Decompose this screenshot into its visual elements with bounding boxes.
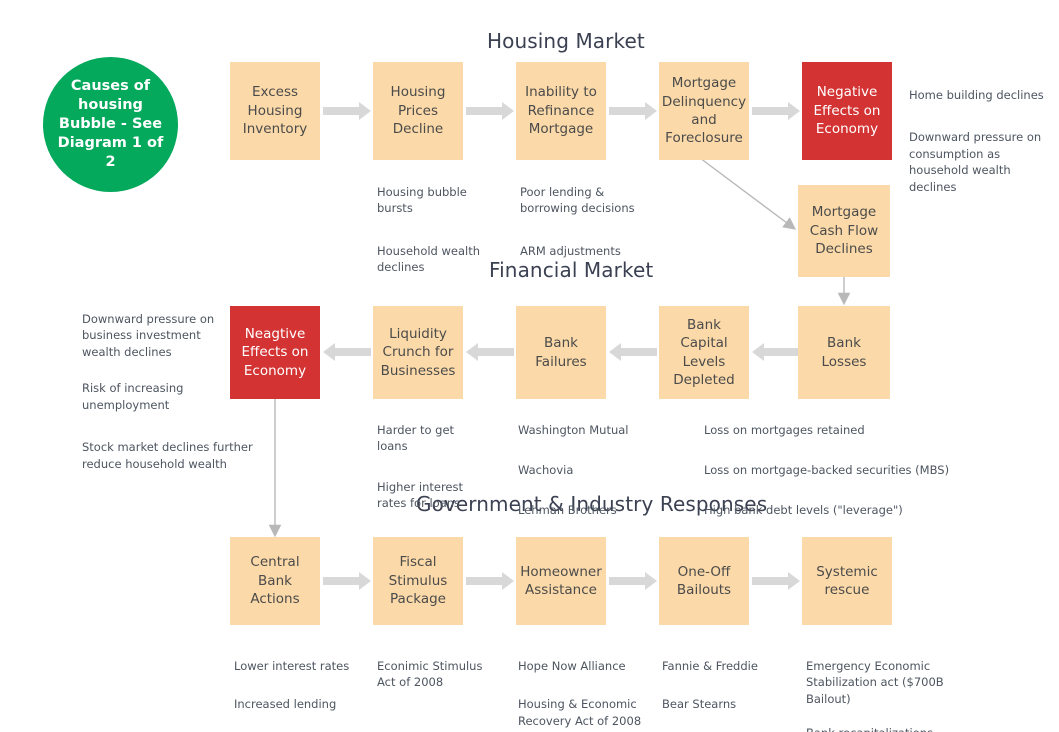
annotation-line: Washington Mutual	[518, 422, 629, 437]
section-title-government-responses: Government & Industry Responses	[416, 492, 768, 516]
arrow-refinance-to-delinquency	[609, 102, 657, 120]
section-title-financial-market: Financial Market	[489, 258, 654, 282]
node-fiscal-stimulus-package[interactable]: Fiscal Stimulus Package	[373, 537, 463, 625]
node-housing-prices-decline[interactable]: Housing Prices Decline	[373, 62, 463, 160]
arrow-bailouts-to-systemic	[752, 572, 800, 590]
legend-circle-line-3: Diagram 1 of 2	[57, 135, 164, 171]
arrow-banklosses-to-capitaldepleted	[752, 343, 800, 361]
arrow-liquidity-to-negative-effects	[323, 343, 371, 361]
annotation-neagtive-effects-financial: Downward pressure on business investment…	[82, 294, 253, 489]
connector-delinquency-to-cashflow	[699, 157, 797, 230]
annotation-one-off-bailouts: Fannie & Freddie Bear Stearns Nothern Ro…	[662, 641, 782, 732]
annotation-line: Emergency Economic Stabilization act ($7…	[806, 658, 944, 707]
arrow-delinquency-to-negative-effects	[752, 102, 800, 120]
annotation-line: Hope Now Alliance	[518, 658, 626, 673]
node-homeowner-assistance[interactable]: Homeowner Assistance	[516, 537, 606, 625]
annotation-bank-capital-depleted: Loss on mortgages retained Loss on mortg…	[704, 405, 974, 536]
annotation-line: Housing & Economic Recovery Act of 2008	[518, 697, 642, 728]
node-negative-effects-on-economy-housing[interactable]: Negative Effects on Economy	[802, 62, 892, 160]
annotation-bank-failures: Washington Mutual Wachovia Lehman Brothe…	[518, 405, 658, 536]
annotation-line: Risk of increasing unemployment	[82, 381, 184, 413]
annotation-line: High bank debt levels ("leverage")	[704, 503, 903, 518]
annotation-line: Stock market declines further reduce hou…	[82, 440, 253, 472]
node-bank-capital-levels-depleted[interactable]: Bank Capital Levels Depleted	[659, 306, 749, 399]
node-neagtive-effects-on-economy-financial[interactable]: Neagtive Effects on Economy	[230, 306, 320, 399]
annotation-central-bank-actions: Lower interest rates Increased lending	[234, 641, 364, 729]
legend-circle-causes-of-housing-bubble[interactable]: Causes of housing Bubble - See Diagram 1…	[43, 57, 178, 192]
annotation-line: Higher interest rates for loans	[377, 479, 464, 511]
node-bank-losses[interactable]: Bank Losses	[798, 306, 890, 399]
annotation-fiscal-stimulus-package: Econimic Stimulus Act of 2008	[377, 641, 497, 708]
arrow-prices-to-refinance	[466, 102, 514, 120]
annotation-systemic-rescue: Emergency Economic Stabilization act ($7…	[806, 641, 966, 732]
annotation-line: Home building declines	[909, 87, 1044, 102]
annotation-line: Bear Stearns	[662, 697, 737, 712]
annotation-line: Econimic Stimulus Act of 2008	[377, 658, 483, 690]
arrow-capitaldepleted-to-bankfailures	[609, 343, 657, 361]
annotation-line: Poor lending & borrowing decisions	[520, 184, 635, 216]
annotation-negative-effects-housing: Home building declines Downward pressure…	[909, 70, 1049, 212]
legend-circle-line-1: Causes of housing	[70, 77, 151, 113]
annotation-line: Lower interest rates	[234, 658, 350, 673]
legend-circle-text: Causes of housing Bubble - See Diagram 1…	[55, 77, 166, 173]
section-title-housing-market: Housing Market	[487, 29, 645, 53]
annotation-line: Bank recapitalizations globally	[806, 725, 966, 732]
node-systemic-rescue[interactable]: Systemic rescue	[802, 537, 892, 625]
legend-circle-line-2: Bubble - See	[58, 115, 163, 132]
arrow-centralbank-to-fiscal	[323, 572, 371, 590]
annotation-homeowner-assistance: Hope Now Alliance Housing & Economic Rec…	[518, 641, 643, 732]
annotation-line: Household wealth declines	[377, 243, 481, 275]
annotation-liquidity-crunch: Harder to get loans Higher interest rate…	[377, 405, 487, 529]
node-central-bank-actions[interactable]: Central Bank Actions	[230, 537, 320, 625]
annotation-line: Wachovia	[518, 463, 574, 478]
arrow-bankfailures-to-liquidity	[466, 343, 514, 361]
annotation-inability-to-refinance: Poor lending & borrowing decisions ARM a…	[520, 167, 645, 276]
annotation-line: Loss on mortgages retained	[704, 422, 865, 437]
arrow-excess-to-prices	[323, 102, 371, 120]
annotation-line: Loss on mortgage-backed securities (MBS)	[704, 463, 950, 478]
node-mortgage-delinquency-and-foreclosure[interactable]: Mortgage Delinquency and Foreclosure	[659, 62, 749, 160]
node-excess-housing-inventory[interactable]: Excess Housing Inventory	[230, 62, 320, 160]
node-liquidity-crunch-for-businesses[interactable]: Liquidity Crunch for Businesses	[373, 306, 463, 399]
annotation-line: Fannie & Freddie	[662, 658, 758, 673]
node-mortgage-cash-flow-declines[interactable]: Mortgage Cash Flow Declines	[798, 185, 890, 277]
annotation-line: Increased lending	[234, 697, 337, 712]
annotation-line: Housing bubble bursts	[377, 184, 467, 216]
arrow-fiscal-to-homeowner	[466, 572, 514, 590]
annotation-line: Lehman Brothers	[518, 503, 617, 518]
node-bank-failures[interactable]: Bank Failures	[516, 306, 606, 399]
annotation-line: Downward pressure on consumption as hous…	[909, 130, 1042, 195]
node-inability-to-refinance-mortgage[interactable]: Inability to Refinance Mortgage	[516, 62, 606, 160]
annotation-line: Harder to get loans	[377, 422, 455, 454]
arrow-homeowner-to-bailouts	[609, 572, 657, 590]
annotation-line: Downward pressure on business investment…	[82, 311, 215, 360]
annotation-housing-prices-decline: Housing bubble bursts Household wealth d…	[377, 167, 497, 293]
node-one-off-bailouts[interactable]: One-Off Bailouts	[659, 537, 749, 625]
annotation-line: ARM adjustments	[520, 243, 621, 258]
